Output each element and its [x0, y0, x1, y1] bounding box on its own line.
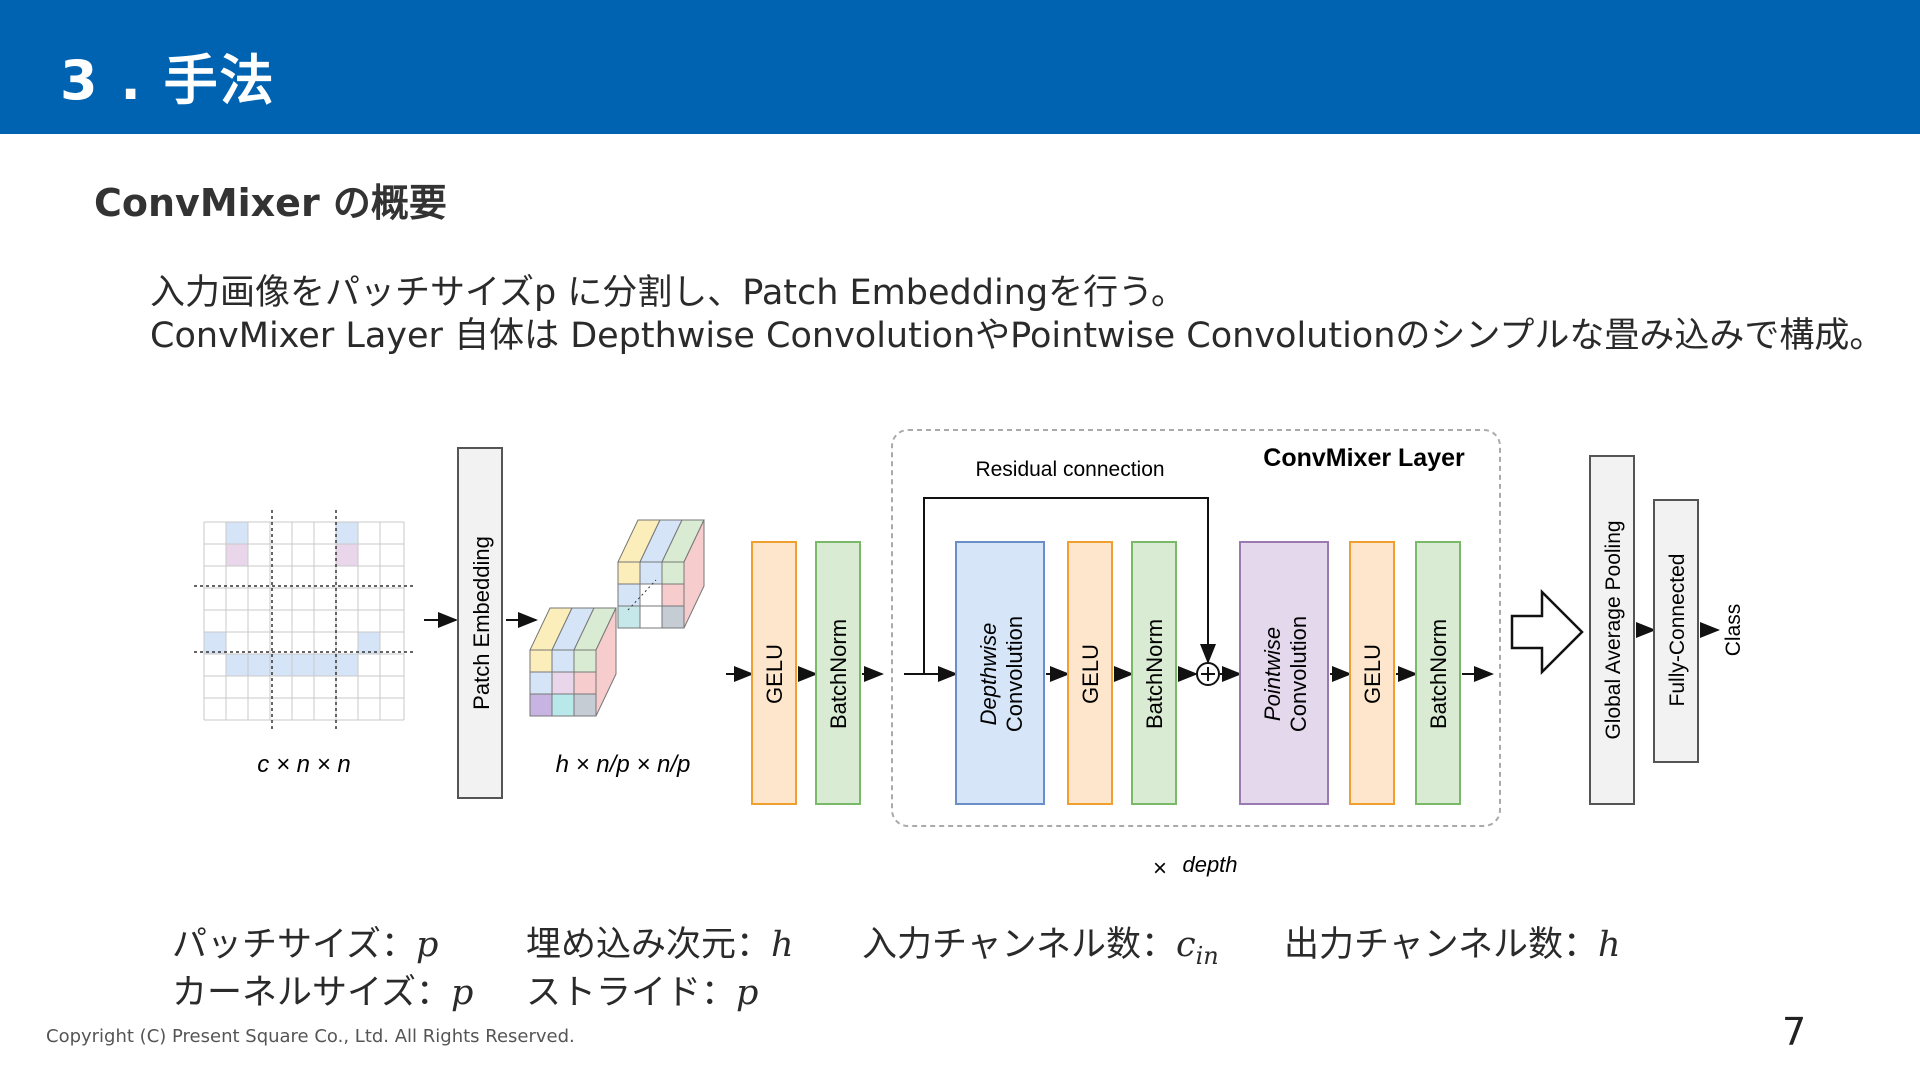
legend-out-ch-var: h — [1597, 925, 1621, 965]
gelu-block-1 — [751, 541, 797, 805]
global-average-pooling-box — [1589, 455, 1635, 805]
depth-times-symbol: × — [1153, 855, 1167, 882]
batchnorm-block-3 — [1415, 541, 1461, 805]
residual-connection-label: Residual connection — [975, 458, 1164, 481]
legend-kernel-var: p — [450, 973, 474, 1013]
legend-in-ch-sub: in — [1195, 942, 1219, 970]
description-line-1: 入力画像をパッチサイズp に分割し、Patch Embeddingを行う。 — [150, 273, 1186, 313]
legend-input-channels: 入力チャンネル数：cin — [862, 916, 1219, 970]
input-image-grid — [194, 510, 416, 732]
legend-out-ch-label: 出力チャンネル数： — [1284, 925, 1598, 965]
depthwise-label-1: Depthwise — [976, 623, 1001, 726]
legend-embed-dim-var: h — [771, 925, 794, 965]
slide-title: 3 . 手法 — [60, 49, 276, 112]
legend-patch-size-var: p — [415, 925, 439, 965]
legend-embed-dim-label: 埋め込み次元： — [526, 925, 772, 965]
batchnorm-block-1 — [815, 541, 861, 805]
gelu-label-2: GELU — [1078, 644, 1103, 704]
section-subtitle: ConvMixer の概要 — [94, 181, 447, 225]
legend-patch-size: パッチサイズ：p — [172, 916, 438, 967]
legend-in-ch-var: c — [1175, 925, 1196, 965]
batchnorm-label-2: BatchNorm — [1142, 619, 1167, 729]
fully-connected-label: Fully-Connected — [1666, 554, 1689, 707]
legend-in-ch-label: 入力チャンネル数： — [862, 925, 1176, 965]
legend-patch-size-label: パッチサイズ： — [172, 925, 416, 965]
legend-kernel-size: カーネルサイズ：p — [172, 964, 473, 1015]
embed-dims-label: h × n/p × n/p — [556, 751, 691, 778]
legend-stride-var: p — [736, 973, 759, 1013]
gelu-block-2 — [1067, 541, 1113, 805]
pointwise-label-2: Convolution — [1286, 616, 1311, 732]
class-label: Class — [1722, 604, 1745, 657]
page-number: 7 — [1782, 1010, 1807, 1054]
convmixer-layer-container — [891, 429, 1501, 827]
depthwise-label-2: Convolution — [1002, 616, 1027, 732]
patch-tensor-lower — [529, 607, 617, 717]
pointwise-conv-block — [1239, 541, 1329, 805]
legend-stride-label: ストライド： — [526, 973, 737, 1013]
batchnorm-block-2 — [1131, 541, 1177, 805]
big-arrow-icon — [1510, 588, 1584, 676]
copyright-footer: Copyright (C) Present Square Co., Ltd. A… — [46, 1026, 575, 1047]
legend-embed-dim: 埋め込み次元：h — [526, 916, 794, 967]
patch-embedding-label: Patch Embedding — [469, 536, 494, 710]
input-dims-label: c × n × n — [257, 751, 350, 778]
batchnorm-label-1: BatchNorm — [826, 619, 851, 729]
residual-add-node — [1196, 662, 1220, 686]
gelu-block-3 — [1349, 541, 1395, 805]
depthwise-conv-block — [955, 541, 1045, 805]
batchnorm-label-3: BatchNorm — [1426, 619, 1451, 729]
depth-label: depth — [1182, 852, 1237, 877]
convmixer-layer-title: ConvMixer Layer — [1263, 444, 1465, 472]
global-average-pooling-label: Global Average Pooling — [1602, 520, 1625, 739]
patch-tensor-upper — [617, 519, 705, 629]
patch-embedding-box — [457, 447, 503, 799]
pointwise-label-1: Pointwise — [1260, 627, 1285, 721]
legend-kernel-label: カーネルサイズ： — [172, 973, 451, 1013]
gelu-label-3: GELU — [1360, 644, 1385, 704]
fully-connected-box — [1653, 499, 1699, 763]
legend-output-channels: 出力チャンネル数：h — [1284, 916, 1621, 967]
legend-stride: ストライド：p — [526, 964, 758, 1015]
header-bar: 3 . 手法 — [0, 0, 1920, 134]
gelu-label-1: GELU — [762, 644, 787, 704]
convmixer-diagram: c × n × n Patch Embedding h × — [194, 429, 1745, 882]
description-line-2: ConvMixer Layer 自体は Depthwise Convolutio… — [150, 316, 1885, 356]
